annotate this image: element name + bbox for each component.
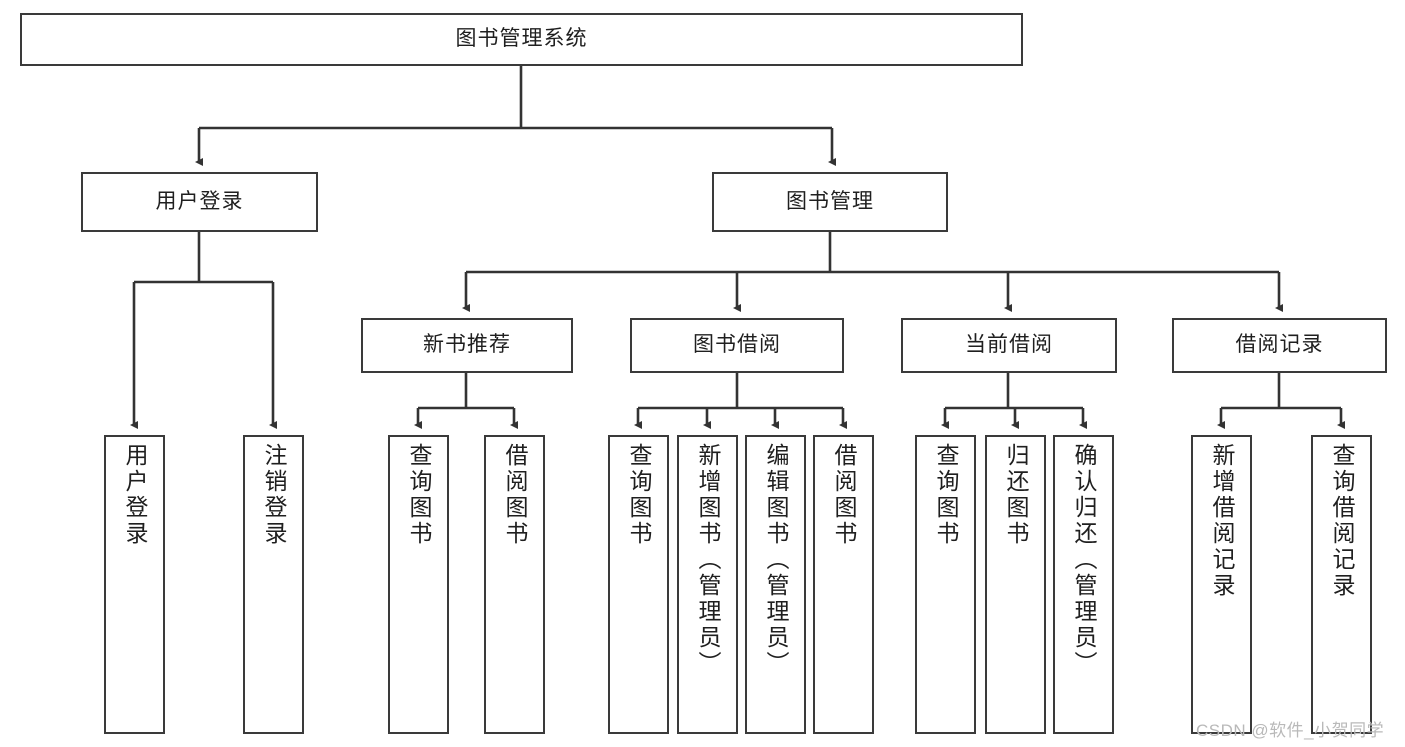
node-leaf-edit-book-admin[interactable]: 编辑图书（管理员） — [745, 435, 806, 734]
node-label: 查询图书 — [406, 443, 432, 547]
node-book-management[interactable]: 图书管理 — [712, 172, 948, 232]
node-label: 当前借阅 — [965, 333, 1053, 357]
node-label: 用户登录 — [155, 189, 244, 213]
node-label: 新书推荐 — [423, 333, 511, 357]
node-label: 新增借阅记录 — [1209, 443, 1235, 599]
node-leaf-query-book-borrow[interactable]: 查询图书 — [608, 435, 669, 734]
node-leaf-add-book-admin[interactable]: 新增图书（管理员） — [677, 435, 738, 734]
node-current-borrow[interactable]: 当前借阅 — [901, 318, 1117, 373]
node-label: 借阅图书 — [502, 443, 528, 547]
node-book-borrow[interactable]: 图书借阅 — [630, 318, 844, 373]
node-label: 查询借阅记录 — [1329, 443, 1355, 599]
node-label: 编辑图书（管理员） — [763, 443, 789, 677]
node-label: 新增图书（管理员） — [695, 443, 721, 677]
node-label: 归还图书 — [1003, 443, 1029, 547]
node-user-login[interactable]: 用户登录 — [81, 172, 318, 232]
node-leaf-add-borrow-record[interactable]: 新增借阅记录 — [1191, 435, 1252, 734]
node-leaf-logout[interactable]: 注销登录 — [243, 435, 304, 734]
node-label: 借阅图书 — [831, 443, 857, 547]
node-leaf-query-book-current[interactable]: 查询图书 — [915, 435, 976, 734]
node-label: 用户登录 — [122, 443, 148, 547]
node-label: 借阅记录 — [1235, 333, 1324, 357]
node-leaf-confirm-return-admin[interactable]: 确认归还（管理员） — [1053, 435, 1114, 734]
node-leaf-query-book-new[interactable]: 查询图书 — [388, 435, 449, 734]
node-new-book-recommend[interactable]: 新书推荐 — [361, 318, 573, 373]
node-root-system[interactable]: 图书管理系统 — [20, 13, 1023, 66]
node-leaf-user-login[interactable]: 用户登录 — [104, 435, 165, 734]
node-label: 图书管理系统 — [455, 27, 588, 51]
node-label: 图书管理 — [786, 189, 874, 213]
node-borrow-record[interactable]: 借阅记录 — [1172, 318, 1387, 373]
node-leaf-query-borrow-record[interactable]: 查询借阅记录 — [1311, 435, 1372, 734]
node-leaf-borrow-book-new[interactable]: 借阅图书 — [484, 435, 545, 734]
node-label: 图书借阅 — [693, 333, 781, 357]
node-label: 确认归还（管理员） — [1071, 443, 1097, 677]
node-label: 查询图书 — [933, 443, 959, 547]
node-leaf-return-book[interactable]: 归还图书 — [985, 435, 1046, 734]
node-leaf-borrow-book[interactable]: 借阅图书 — [813, 435, 874, 734]
node-label: 注销登录 — [261, 443, 287, 547]
csdn-watermark: CSDN @软件_小贺同学 — [1196, 721, 1385, 740]
node-label: 查询图书 — [626, 443, 652, 547]
